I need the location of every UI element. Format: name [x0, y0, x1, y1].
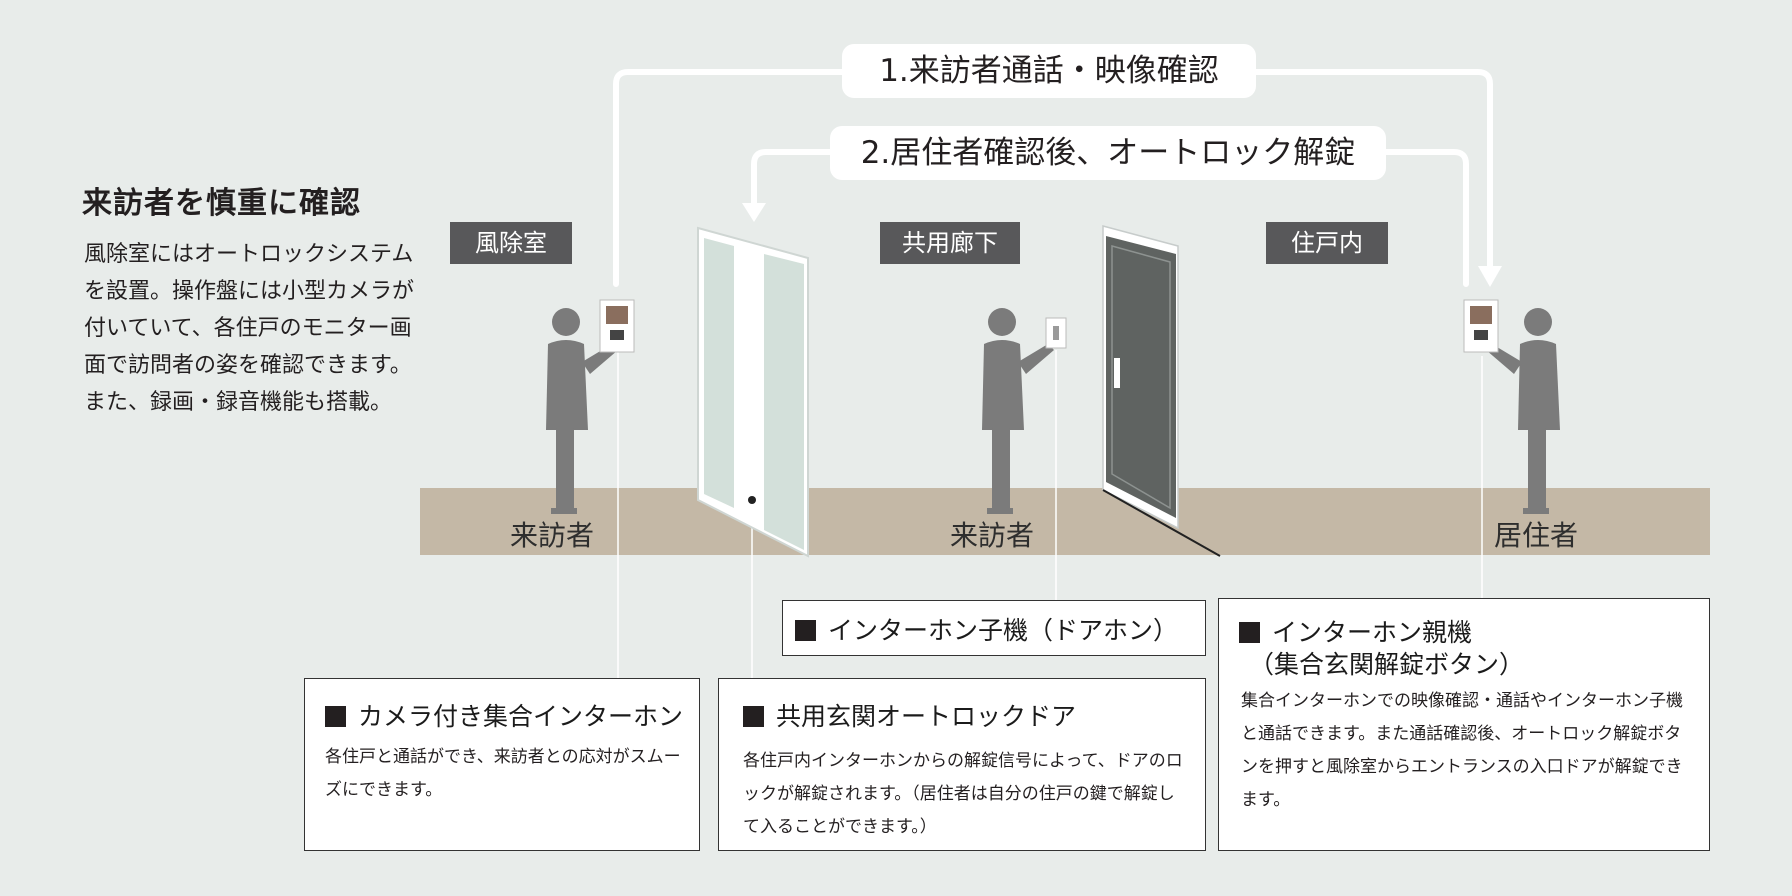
resident-label: 居住者 [1494, 519, 1579, 552]
zone-tag-windbreak: 風除室 [450, 222, 572, 264]
visitor-label-corridor: 来訪者 [950, 519, 1035, 552]
callout-camera-intercom: カメラ付き集合インターホン 各住戸と通話ができ、来訪者との応対がスムーズにできま… [304, 678, 700, 851]
callout-door-phone-title: インターホン子機（ドアホン） [795, 611, 1178, 647]
master-intercom-unit [1463, 299, 1499, 353]
door-lock-dot [748, 496, 756, 504]
door-handle [1114, 358, 1120, 388]
callout-camera-intercom-text: 各住戸と通話ができ、来訪者との応対がスムーズにできます。 [325, 747, 681, 800]
callout-master-unit: インターホン親機 （集合玄関解錠ボタン） 集合インターホンでの映像確認・通話やイ… [1218, 598, 1710, 851]
bullet-square-icon [795, 620, 816, 641]
callout-autolock-door-text: 各住戸内インターホンからの解錠信号によって、ドアのロックが解錠されます。（居住者… [743, 751, 1183, 837]
camera-intercom-panel [599, 299, 635, 353]
visitor-figure-corridor [982, 308, 1054, 514]
bullet-square-icon [743, 706, 764, 727]
callout-camera-intercom-title: カメラ付き集合インターホン [325, 697, 683, 733]
door-phone [1045, 317, 1067, 349]
unit-door [1102, 225, 1221, 557]
callout-master-unit-title: インターホン親機 [1239, 613, 1472, 649]
visitor-figure-entrance [546, 308, 618, 514]
callout-autolock-door: 共用玄関オートロックドア 各住戸内インターホンからの解錠信号によって、ドアのロッ… [718, 678, 1206, 851]
intro-title: 来訪者を慎重に確認 [82, 186, 361, 221]
step-2-label: 2.居住者確認後、オートロック解錠 [830, 126, 1386, 180]
arrow-down-icon [742, 203, 766, 222]
callout-master-unit-text: 集合インターホンでの映像確認・通話やインターホン子機と通話できます。また通話確認… [1241, 691, 1683, 810]
arrow-down-icon [1478, 266, 1502, 287]
zone-tag-corridor: 共用廊下 [880, 222, 1020, 264]
bullet-square-icon [325, 706, 346, 727]
bullet-square-icon [1239, 622, 1260, 643]
zone-tag-unit: 住戸内 [1266, 222, 1388, 264]
intro-text: 風除室にはオートロックシステムを設置。操作盤には小型カメラが付いていて、各住戸の… [84, 242, 415, 415]
glass-door [697, 226, 809, 558]
visitor-label-entrance: 来訪者 [510, 519, 595, 552]
callout-master-unit-subtitle: （集合玄関解錠ボタン） [1249, 650, 1525, 679]
callout-door-phone: インターホン子機（ドアホン） [782, 600, 1206, 656]
step-1-label: 1.来訪者通話・映像確認 [842, 44, 1256, 98]
floor-band [420, 488, 1710, 555]
callout-autolock-door-title: 共用玄関オートロックドア [743, 697, 1076, 733]
